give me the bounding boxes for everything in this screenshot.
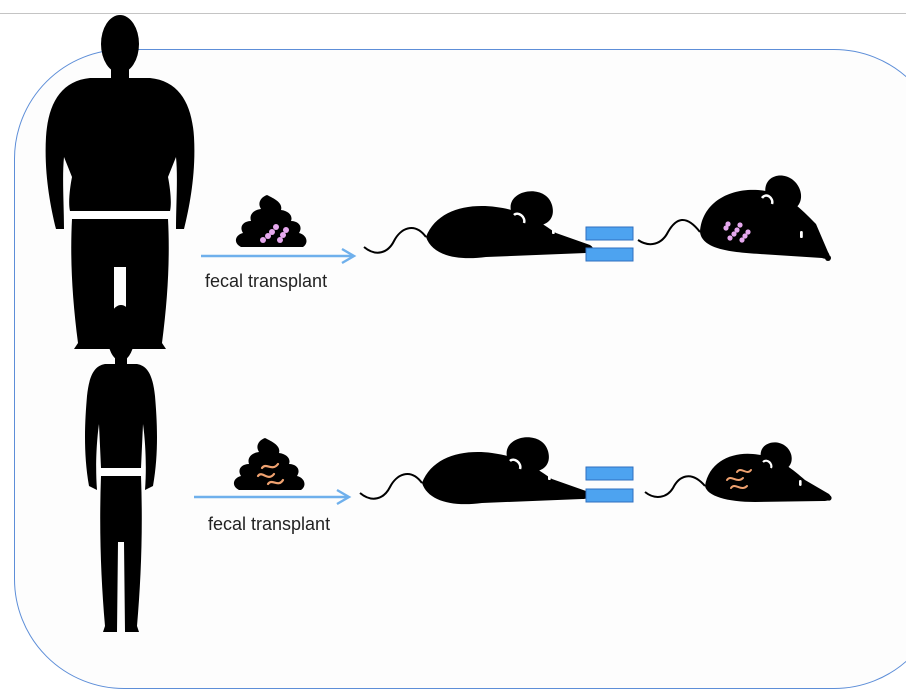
obese-human-icon: [46, 15, 195, 349]
equals-sign: [586, 227, 633, 261]
poop-icon: [236, 195, 307, 247]
result-mouse-icon: [645, 442, 832, 502]
transplant-arrow: [194, 490, 349, 504]
diagram-canvas: fecal transplant fecal transplant: [0, 0, 906, 648]
recipient-mouse-icon: [360, 437, 591, 504]
transplant-arrow: [201, 249, 354, 263]
transplant-label: fecal transplant: [205, 271, 327, 291]
result-mouse-icon: [638, 176, 831, 261]
transplant-label: fecal transplant: [208, 514, 330, 534]
recipient-mouse-icon: [364, 191, 595, 258]
lean-human-icon: [85, 305, 157, 632]
equals-sign: [586, 467, 633, 502]
